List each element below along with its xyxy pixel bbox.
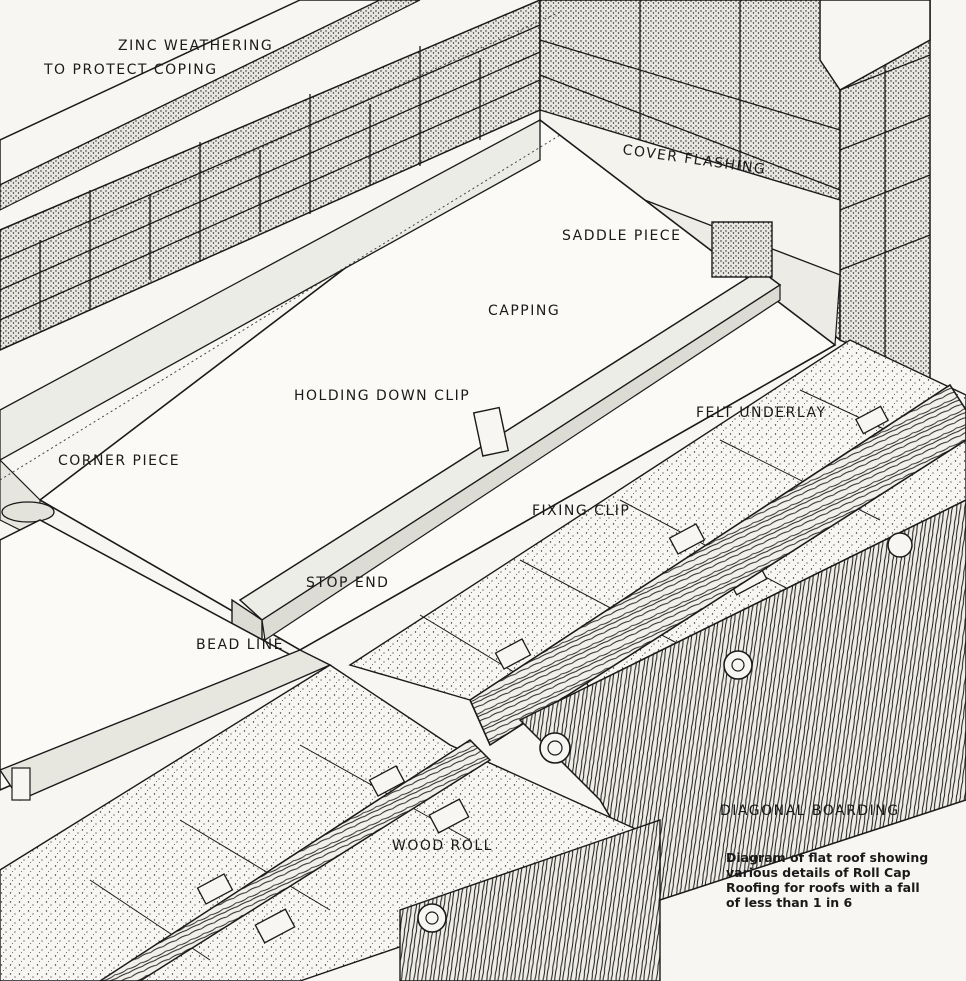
diagonal-boarding xyxy=(518,499,966,901)
wood-roll-upper xyxy=(468,383,966,747)
caption-line-4: of less than 1 in 6 xyxy=(726,895,853,910)
label-saddle-piece: SADDLE PIECE xyxy=(562,228,682,244)
caption-line-2: various details of Roll Cap xyxy=(726,865,911,880)
label-zinc-weathering-2: TO PROTECT COPING xyxy=(44,62,218,78)
lower-felt xyxy=(0,664,661,981)
caption-line-1: Diagram of flat roof showing xyxy=(726,850,929,865)
zinc-bay xyxy=(0,11,837,652)
label-bead: BEAD LINE xyxy=(196,637,285,653)
label-diagonal-boarding: DIAGONAL BOARDING xyxy=(720,803,900,819)
label-felt-underlay: FELT UNDERLAY xyxy=(696,405,827,421)
label-capping: CAPPING xyxy=(488,303,561,319)
label-corner-piece: CORNER PIECE xyxy=(58,453,181,469)
lower-zinc-bay xyxy=(0,519,332,801)
parapet-wall xyxy=(0,0,541,351)
label-stop-end: STOP END xyxy=(306,575,390,591)
caption-line-3: Roofing for roofs with a fall xyxy=(726,880,920,895)
label-wood-roll: WOOD ROLL xyxy=(392,838,493,854)
label-holding-down-clip: HOLDING DOWN CLIP xyxy=(294,388,471,404)
label-zinc-weathering-1: ZINC WEATHERING xyxy=(118,38,274,54)
label-fixing-clip: FIXING CLIP xyxy=(532,503,631,519)
figure-caption: Diagram of flat roof showing various det… xyxy=(726,850,946,910)
